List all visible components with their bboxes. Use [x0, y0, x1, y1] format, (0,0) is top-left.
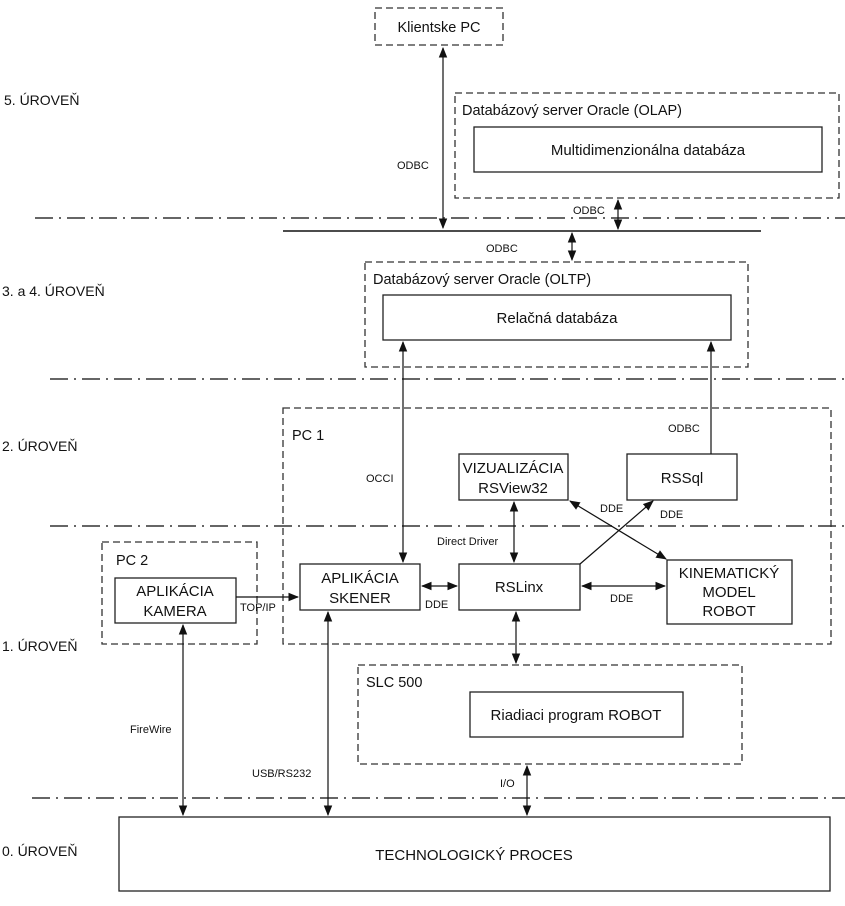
level-label-34: 3. a 4. ÚROVEŇ [2, 283, 105, 299]
firewire-label: FireWire [130, 724, 172, 736]
technological-process-box[interactable] [118, 816, 831, 892]
client-pc-label: Klientske PC [397, 20, 480, 36]
oltp-odbc-label: ODBC [486, 243, 518, 255]
io-label: I/O [500, 778, 515, 790]
oltp-server-group[interactable] [364, 261, 749, 368]
kinematic-label-line2: MODEL [702, 584, 755, 601]
occi-label: OCCI [366, 473, 394, 485]
rslinx-rssql-dde-connection [579, 500, 654, 565]
olap-odbc-label: ODBC [573, 205, 605, 217]
robot-program-label: Riadiaci program ROBOT [491, 707, 662, 724]
olap-server-group[interactable] [454, 92, 840, 199]
olap-server-label: Databázový server Oracle (OLAP) [462, 103, 682, 119]
relational-db-box[interactable] [382, 294, 732, 341]
multidimensional-db-box[interactable] [473, 126, 823, 173]
visualization-label-line1: VIZUALIZÁCIA [463, 460, 564, 477]
relational-db-label: Relačná databáza [497, 310, 619, 327]
level-label-2: 2. ÚROVEŇ [2, 438, 77, 454]
kinematic-label-line3: ROBOT [702, 603, 755, 620]
pc1-group[interactable] [282, 407, 832, 645]
visualization-label-line2: RSView32 [478, 480, 548, 497]
usb-rs232-label: USB/RS232 [252, 768, 311, 780]
kinematic-label-line1: KINEMATICKÝ [679, 565, 780, 582]
rslinx-box[interactable] [458, 563, 581, 611]
slc500-group[interactable] [357, 664, 743, 765]
rslinx-rssql-dde-label: DDE [660, 509, 683, 521]
kinematic-model-box[interactable] [666, 559, 793, 625]
rssql-box[interactable] [626, 453, 738, 501]
multidimensional-db-label: Multidimenzionálna databáza [551, 142, 746, 159]
oltp-server-label: Databázový server Oracle (OLTP) [373, 272, 591, 288]
scanner-app-label-line1: APLIKÁCIA [321, 570, 399, 587]
camera-app-label-line2: KAMERA [143, 603, 206, 620]
client-odbc-label: ODBC [397, 160, 429, 172]
camera-app-label-line1: APLIKÁCIA [136, 583, 214, 600]
slc500-label: SLC 500 [366, 675, 422, 691]
vis-kinematic-dde-connection [569, 500, 667, 560]
scanner-app-label-line2: SKENER [329, 590, 391, 607]
vis-kinematic-dde-label: DDE [600, 503, 623, 515]
camera-app-box[interactable] [114, 577, 237, 624]
rssql-odbc-label: ODBC [668, 423, 700, 435]
direct-driver-label: Direct Driver [437, 536, 498, 548]
client-pc-group[interactable] [374, 7, 504, 46]
pc1-label: PC 1 [292, 428, 324, 444]
level-label-0: 0. ÚROVEŇ [2, 843, 77, 859]
robot-program-box[interactable] [469, 691, 684, 738]
visualization-box[interactable] [458, 453, 569, 501]
rslinx-kinematic-dde-label: DDE [610, 593, 633, 605]
level-label-5: 5. ÚROVEŇ [4, 92, 79, 108]
pc2-label: PC 2 [116, 553, 148, 569]
level-label-1: 1. ÚROVEŇ [2, 638, 77, 654]
rslinx-label: RSLinx [495, 579, 544, 596]
rssql-label: RSSql [661, 470, 704, 487]
technological-process-label: TECHNOLOGICKÝ PROCES [375, 847, 573, 864]
tcpip-label: TOP/IP [240, 602, 276, 614]
scanner-rslinx-dde-label: DDE [425, 599, 448, 611]
scanner-app-box[interactable] [299, 563, 421, 611]
